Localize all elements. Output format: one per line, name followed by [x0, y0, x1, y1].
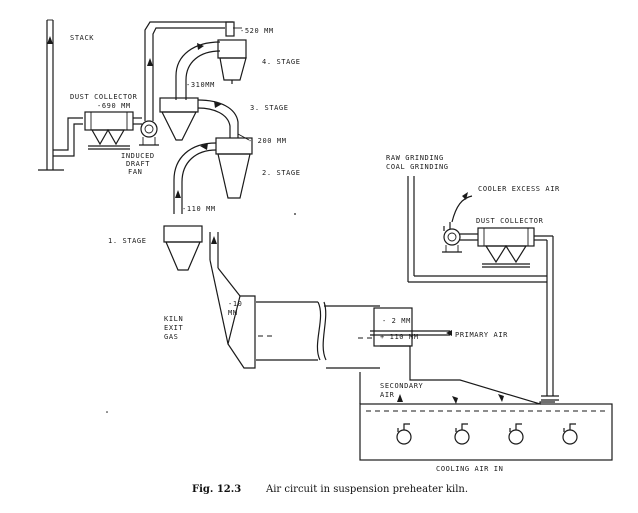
cooler-up-arrow-1-icon: [452, 396, 458, 404]
label-cooler-excess-air: COOLER EXCESS AIR: [478, 185, 560, 193]
stack: [38, 19, 64, 171]
label-pressure-minus2: - 2 MM: [382, 317, 411, 325]
label-kiln-1: KILN: [164, 315, 183, 323]
label-pressure-plus110: + 110 MM: [380, 333, 419, 341]
label-pressure-690: -690 MM: [97, 102, 131, 110]
cooling-fan-4: [562, 423, 578, 445]
label-induced-3: FAN: [128, 168, 142, 176]
excess-air-arrow-icon: [462, 192, 468, 200]
label-coal-grinding: COAL GRINDING: [386, 163, 449, 171]
label-pressure-520: -520 MM: [240, 27, 274, 35]
stack-arrow-icon: [47, 36, 53, 44]
label-secondary-1: SECONDARY: [380, 382, 424, 390]
cooling-fan-2: [454, 423, 470, 445]
caption-fig: Fig. 12.3: [192, 484, 241, 495]
label-induced-2: DRAFT: [126, 160, 150, 168]
clinker-cooler: [359, 345, 613, 461]
cooler-up-arrow-2-icon: [498, 394, 504, 402]
label-cooling-air-in: COOLING AIR IN: [436, 465, 503, 473]
label-primary-air: PRIMARY AIR: [455, 331, 508, 339]
burner-pipe: [370, 330, 452, 336]
speck: [106, 411, 108, 413]
kiln-riser: [209, 232, 272, 369]
label-pressure-110: -110 MM: [182, 205, 216, 213]
stage4-arrow-icon: [197, 43, 204, 50]
stage2-arrow-icon: [200, 143, 208, 150]
label-stack: STACK: [70, 34, 94, 42]
cooling-fan-1: [396, 423, 412, 445]
speck: [294, 213, 296, 215]
label-kiln-3: GAS: [164, 333, 178, 341]
label-induced-1: INDUCED: [121, 152, 155, 160]
dust-collector-left: [84, 111, 142, 150]
induced-draft-fan: [139, 120, 159, 146]
kiln-riser-arrow-icon: [211, 236, 217, 244]
stage2-down-arrow-icon: [175, 190, 181, 198]
cooler-excess-air-arrow: [451, 192, 473, 223]
label-dust-collector-left: DUST COLLECTOR: [70, 93, 138, 101]
caption-text: Air circuit in suspension preheater kiln…: [265, 484, 468, 495]
pressure-200-leader: [237, 133, 250, 141]
main-riser-duct: [144, 21, 242, 121]
stage1-cyclone: [163, 225, 203, 271]
primary-air-arrow-icon: [446, 330, 452, 336]
label-stage3: 3. STAGE: [250, 104, 289, 112]
label-stage4: 4. STAGE: [262, 58, 301, 66]
label-secondary-2: AIR: [380, 391, 395, 399]
exhaust-fan-right: [442, 222, 462, 253]
label-raw-grinding: RAW GRINDING: [386, 154, 444, 162]
label-dust-collector-right: DUST COLLECTOR: [476, 217, 544, 225]
cooler-exhaust-duct: [534, 235, 559, 401]
stage4-cyclone: [175, 39, 247, 100]
stage3-arrow-icon: [214, 101, 222, 108]
duct-fan-to-stack: [53, 117, 83, 157]
stage2-cyclone: [173, 137, 253, 214]
raw-grinding-duct: [407, 176, 547, 283]
secondary-air-arrow-icon: [397, 394, 403, 402]
stage3-cyclone: [159, 97, 239, 141]
cooling-fan-3: [508, 423, 524, 445]
label-pressure-10b: MM: [228, 309, 238, 317]
riser-arrow-icon: [147, 58, 153, 66]
dust-collector-right: [460, 227, 535, 268]
label-stage1: 1. STAGE: [108, 237, 147, 245]
label-pressure-200: - 200 MM: [248, 137, 287, 145]
label-pressure-310: -310MM: [186, 81, 215, 89]
label-kiln-2: EXIT: [164, 324, 183, 332]
label-pressure-10a: -10: [228, 300, 242, 308]
label-stage2: 2. STAGE: [262, 169, 301, 177]
